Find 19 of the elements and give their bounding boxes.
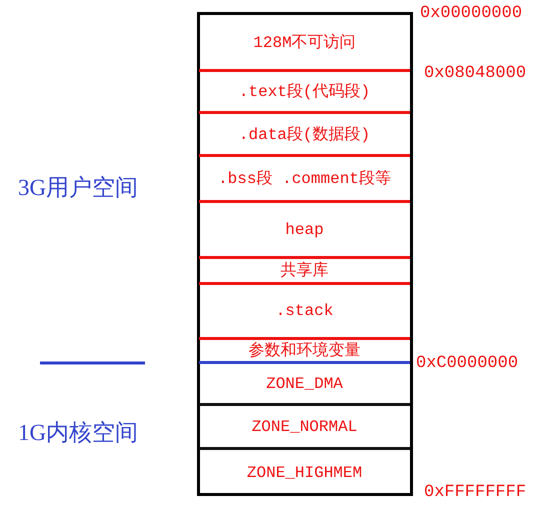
segment-label: .text段(代码段) bbox=[238, 82, 370, 102]
segment-label: heap bbox=[285, 220, 324, 238]
region-label: 1G内核空间 bbox=[18, 419, 138, 447]
segment-label: .bss段 .comment段等 bbox=[218, 169, 391, 189]
segment-label: 参数和环境变量 bbox=[248, 340, 360, 361]
address-label: 0x00000000 bbox=[420, 4, 522, 23]
address-label: 0xC0000000 bbox=[416, 354, 518, 373]
segment-label: .data段(数据段) bbox=[238, 124, 370, 144]
memory-segment bbox=[199, 259, 410, 285]
segment-label: ZONE_HIGHMEM bbox=[246, 464, 362, 482]
segment-label: 共享库 bbox=[280, 260, 328, 281]
address-label: 0x08048000 bbox=[424, 64, 526, 83]
segment-label: ZONE_NORMAL bbox=[252, 418, 358, 436]
segment-label: .stack bbox=[276, 302, 334, 320]
memory-segment bbox=[199, 340, 410, 364]
segment-label: ZONE_DMA bbox=[266, 374, 343, 392]
region-label: 3G用户空间 bbox=[18, 174, 138, 202]
segment-label: 128M不可访问 bbox=[253, 32, 356, 52]
address-label: 0xFFFFFFFF bbox=[424, 483, 526, 502]
